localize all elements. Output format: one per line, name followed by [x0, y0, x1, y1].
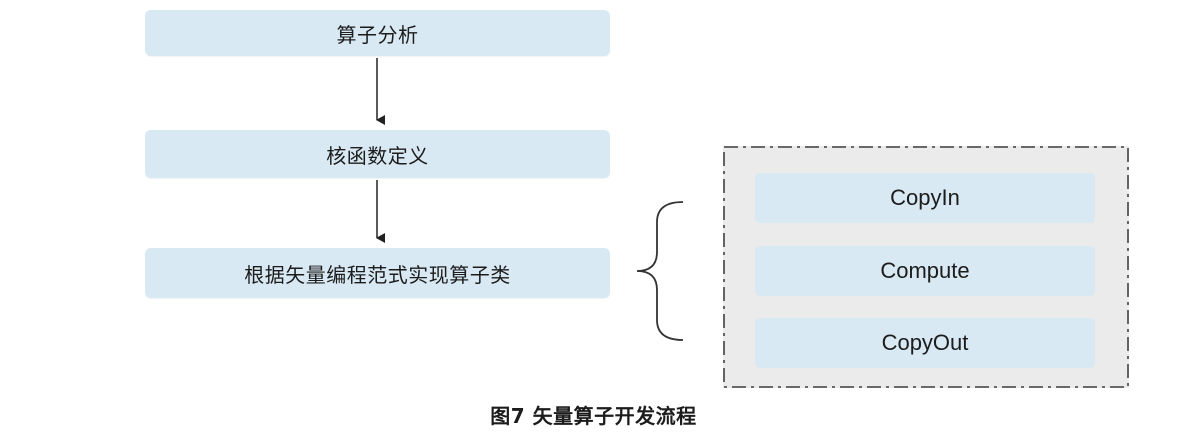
stage-label: CopyIn	[890, 185, 960, 210]
step-label: 核函数定义	[326, 143, 429, 168]
brace	[636, 201, 684, 341]
stage-copyin: CopyIn	[755, 173, 1095, 223]
step-label: 根据矢量编程范式实现算子类	[244, 262, 511, 287]
stage-compute: Compute	[755, 246, 1095, 296]
step-implement-operator-class: 根据矢量编程范式实现算子类	[145, 248, 610, 298]
step-label: 算子分析	[336, 22, 419, 47]
figure-caption: 图7 矢量算子开发流程	[490, 404, 697, 428]
step-operator-analysis: 算子分析	[145, 10, 610, 56]
stage-label: Compute	[880, 258, 970, 283]
stage-label: CopyOut	[881, 330, 969, 355]
stage-copyout: CopyOut	[755, 318, 1095, 368]
step-kernel-function-definition: 核函数定义	[145, 130, 610, 178]
